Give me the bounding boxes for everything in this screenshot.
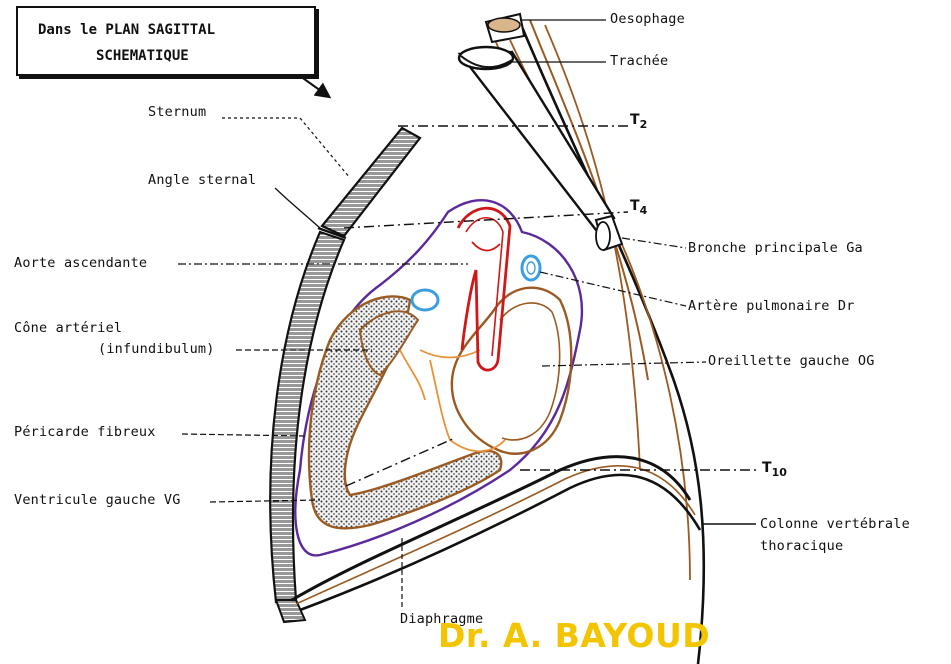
sternum-manubrium [322,128,420,236]
label-bronche: Bronche principale Ga [688,240,863,256]
label-aorte: Aorte ascendante [14,255,147,271]
label-colonne-line1: Colonne vertébrale [760,516,910,532]
title-line-2: SCHEMATIQUE [96,48,189,64]
title-box [16,6,316,76]
pulmonary-trunk [412,290,438,310]
label-cone-line2: (infundibulum) [98,341,215,357]
label-cone-line1: Cône artériel [14,320,122,336]
label-pericarde: Péricarde fibreux [14,424,156,440]
endocardium [400,350,505,451]
label-ventricule: Ventricule gauche VG [14,492,181,508]
label-colonne-line2: thoracique [760,538,843,554]
level-line-t4 [344,212,628,228]
label-artere: Artère pulmonaire Dr [688,298,855,314]
label-oreillette: Oreillette gauche OG [708,353,875,369]
title-arrow [300,76,328,96]
label-trachee: Trachée [610,53,668,69]
label-t2: T2 [630,112,647,131]
label-sternum: Sternum [148,104,206,120]
label-t10: T10 [762,460,787,479]
leader-artere [540,272,686,306]
diaphragm-brown [296,466,695,604]
trachea-opening [459,47,513,69]
leader-oreillette [542,362,706,366]
leader-ventricule [210,500,320,502]
label-angle-sternal: Angle sternal [148,172,256,188]
leader-sternum [222,118,350,178]
author-signature: Dr. A. BAYOUD [438,616,710,655]
oesophagus-opening [488,18,520,32]
label-oesophage: Oesophage [610,11,685,27]
label-t4: T4 [630,198,647,217]
title-line-1: Dans le PLAN SAGITTAL [38,22,215,38]
leader-bronche [622,238,686,248]
left-atrium [452,288,571,454]
trachea-shape [460,52,614,230]
leader-angle [275,188,320,228]
